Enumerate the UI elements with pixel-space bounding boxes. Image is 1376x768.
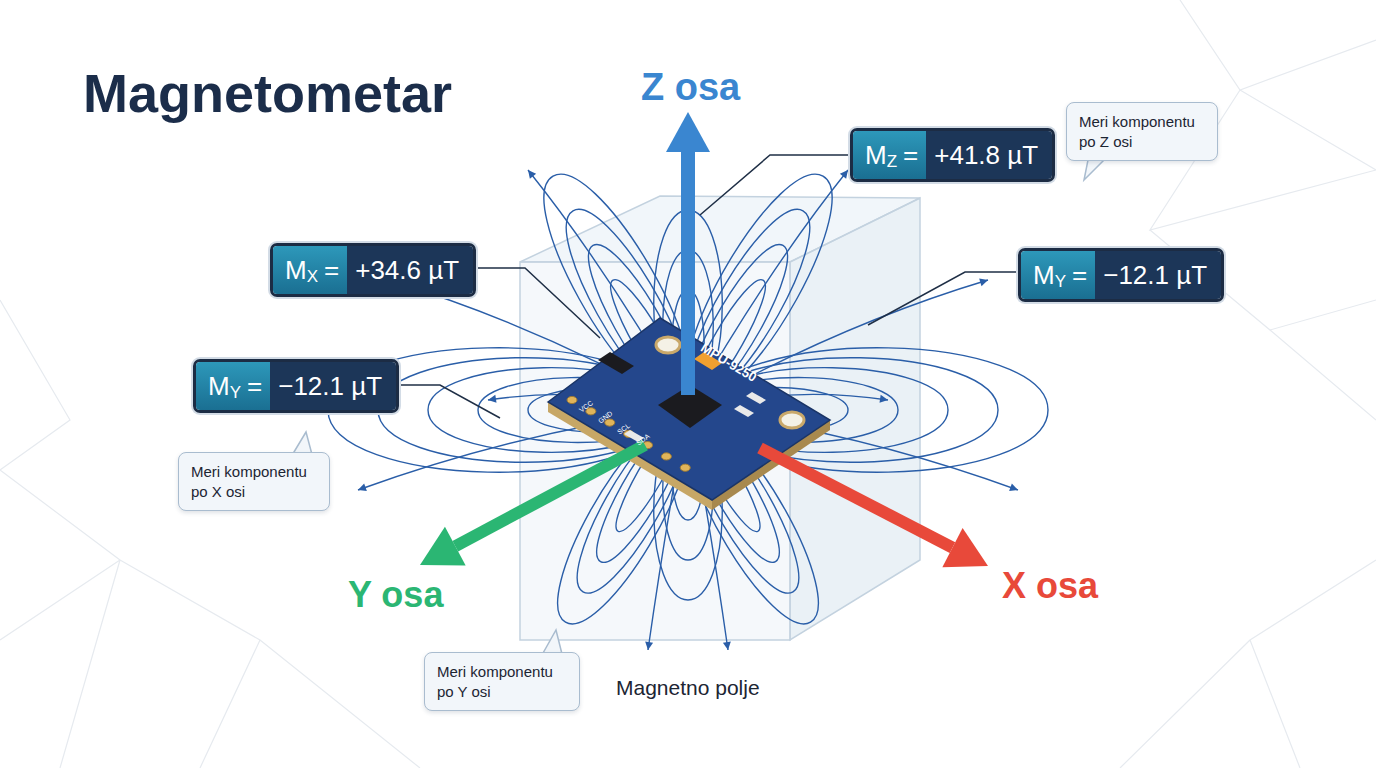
value-reading: +34.6 µT [347, 246, 473, 294]
field-arrowhead [488, 395, 497, 403]
field-label: Magnetno polje [612, 676, 764, 700]
field-arrowhead [979, 278, 988, 286]
field-arrowhead [528, 170, 536, 179]
mount-hole [780, 412, 804, 428]
field-arrowhead [645, 642, 653, 650]
z-axis-arrow [681, 152, 695, 395]
value-number: +41.8 µT [934, 140, 1038, 171]
value-symbol: = [324, 255, 339, 286]
value-symbol: = [1072, 260, 1087, 291]
field-arrowhead [723, 642, 731, 650]
value-number: −12.1 µT [278, 371, 382, 402]
axis-label: Y osa [344, 574, 447, 616]
axis-subscript: X [307, 267, 318, 287]
value-reading: −12.1 µT [1095, 251, 1221, 299]
value-reading: −12.1 µT [270, 362, 396, 410]
value-box: MX = +34.6 µT [270, 243, 476, 297]
value-symbol: = [903, 140, 918, 171]
translucent-cube [520, 196, 920, 640]
value-box: MY = −12.1 µT [1018, 248, 1224, 302]
z-axis-arrow-head [666, 112, 710, 152]
value-reading: +41.8 µT [926, 131, 1052, 179]
value-symbol: M [865, 140, 887, 171]
axis-label: Z osa [637, 66, 744, 109]
axis-subscript: Y [1055, 272, 1066, 292]
field-arrowhead [1009, 484, 1018, 492]
axis-subscript: Z [887, 152, 897, 172]
callout-bubble: Meri komponentu po Y osi [424, 652, 580, 711]
x-axis-arrow [760, 448, 952, 548]
value-box: MY = −12.1 µT [193, 359, 399, 413]
pin-pad [661, 453, 671, 460]
axis-label: X osa [998, 565, 1102, 607]
x-axis-arrow-head [942, 528, 988, 567]
y-axis-arrow [455, 445, 645, 546]
callout-text: Meri komponentu po Z osi [1079, 113, 1195, 150]
bubble-tails [288, 150, 1114, 662]
leader-lines [387, 155, 1018, 418]
value-label: MY = [1021, 251, 1095, 299]
value-symbol: M [1033, 260, 1055, 291]
value-box: MZ = +41.8 µT [850, 128, 1055, 182]
regulator [598, 352, 634, 374]
value-symbol: M [208, 371, 230, 402]
callout-text: Meri komponentu po Y osi [437, 663, 553, 700]
diagram-title: Magnetometar [83, 62, 452, 124]
resistor [746, 392, 766, 404]
pin-pad [567, 396, 577, 403]
callout-text: Meri komponentu po X osi [191, 463, 307, 500]
value-label: MZ = [853, 131, 926, 179]
field-arrowhead [879, 395, 888, 403]
field-arrowhead [840, 170, 848, 179]
value-label: MX = [273, 246, 347, 294]
y-axis-arrow-head [420, 527, 466, 566]
mount-hole [656, 337, 680, 353]
value-number: −12.1 µT [1103, 260, 1207, 291]
value-symbol: = [247, 371, 262, 402]
value-symbol: M [285, 255, 307, 286]
value-label: MY = [196, 362, 270, 410]
callout-bubble: Meri komponentu po X osi [178, 452, 330, 511]
pin-pad [680, 464, 690, 471]
axis-subscript: Y [230, 383, 241, 403]
callout-bubble: Meri komponentu po Z osi [1066, 102, 1218, 161]
field-arrowhead [358, 484, 367, 492]
resistor [734, 405, 754, 417]
value-number: +34.6 µT [355, 255, 459, 286]
